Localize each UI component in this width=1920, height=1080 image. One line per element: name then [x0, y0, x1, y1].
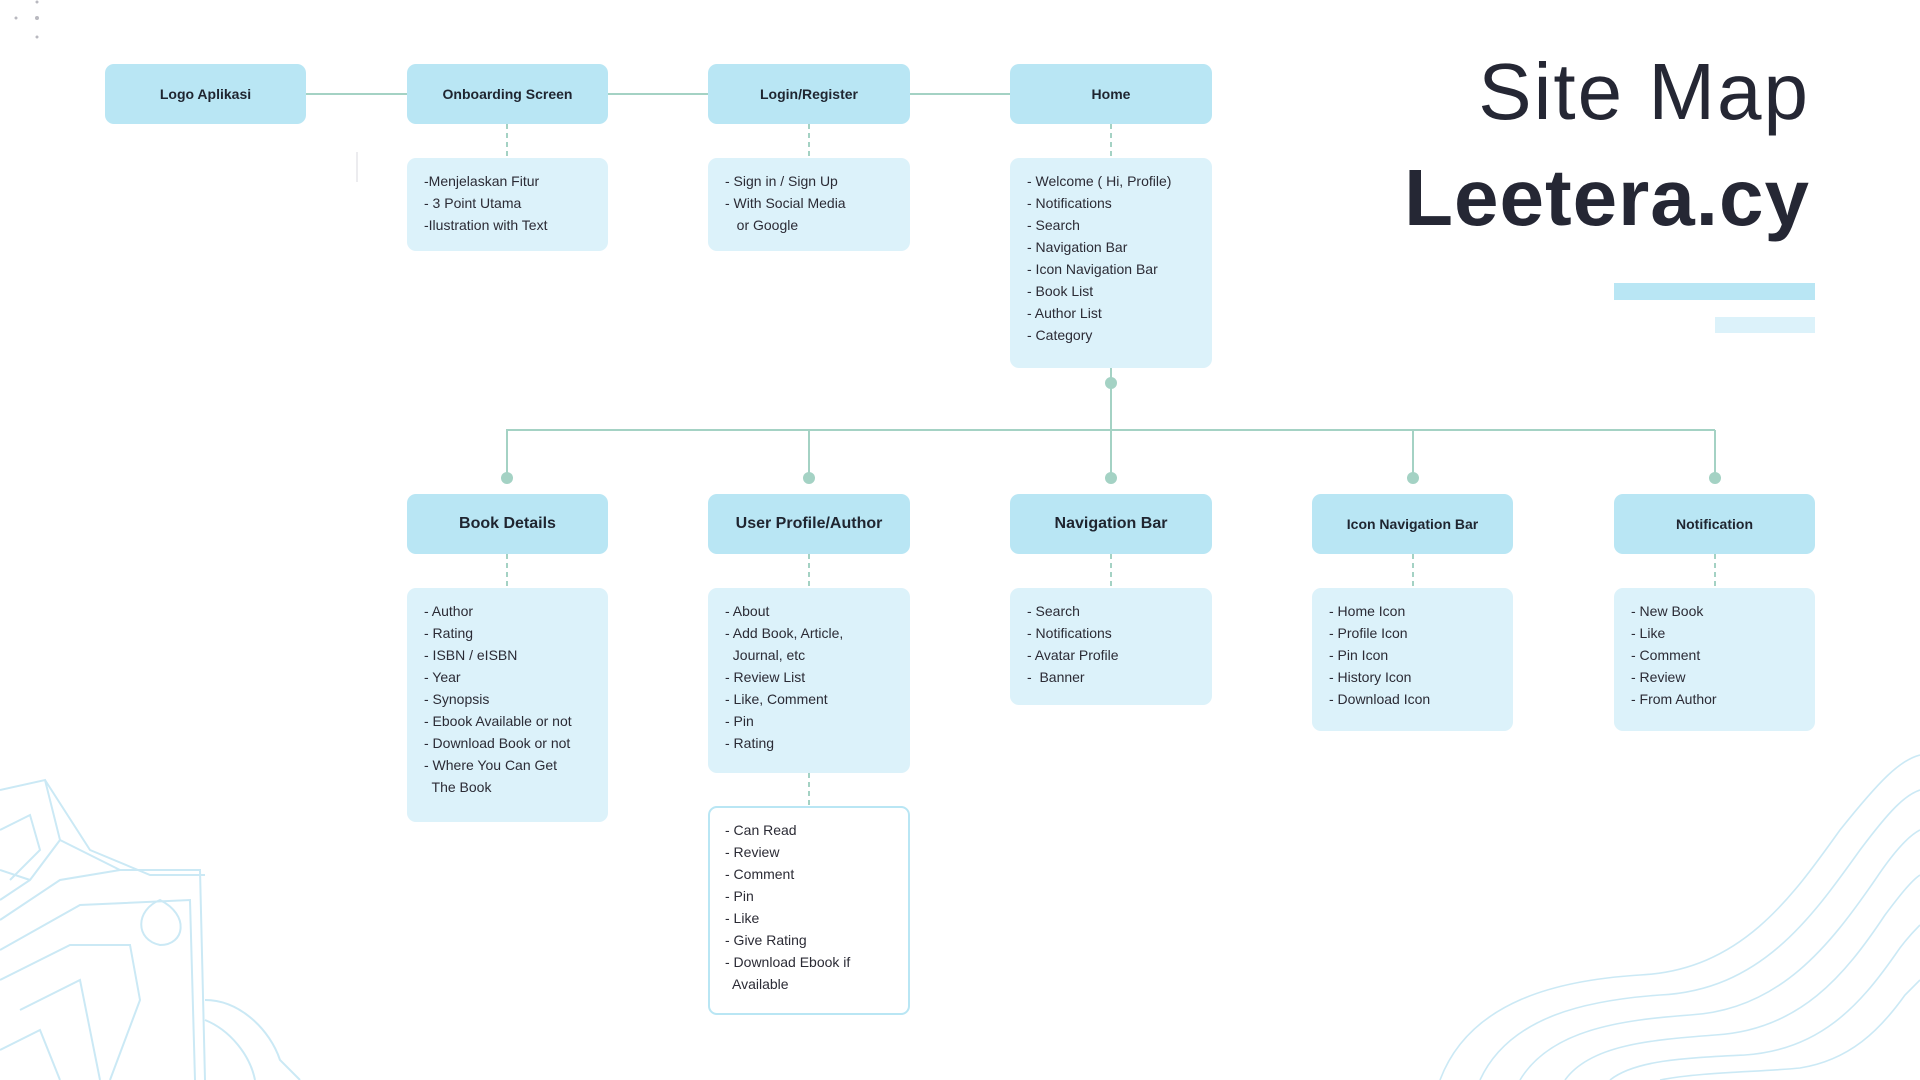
list-item: - Search: [1027, 217, 1080, 233]
accent-bar-long: [1614, 283, 1815, 300]
list-item: - Review List: [725, 669, 806, 685]
list-item: - Review: [1631, 669, 1686, 685]
list-item: - Year: [424, 669, 461, 685]
list-login-register: - Sign in / Sign Up - With Social Media …: [708, 158, 910, 251]
node-label: Navigation Bar: [1054, 515, 1168, 532]
list-item: - ISBN / eISBN: [424, 647, 518, 663]
node-notification: Notification: [1614, 494, 1815, 554]
list-item: - Author: [424, 603, 474, 619]
node-book-details: Book Details: [407, 494, 608, 554]
list-item: - Navigation Bar: [1027, 239, 1128, 255]
node-label: Book Details: [459, 515, 556, 532]
node-logo-aplikasi: Logo Aplikasi: [105, 64, 306, 124]
list-item: - Review: [725, 844, 780, 860]
list-item: Journal, etc: [725, 647, 806, 663]
list-item: - Comment: [1631, 647, 1701, 663]
list-item: - Book List: [1027, 283, 1094, 299]
site-map-title: Site Map: [1478, 47, 1810, 136]
list-item: - Notifications: [1027, 625, 1112, 641]
list-item: - Like, Comment: [725, 691, 828, 707]
list-item: - Download Book or not: [424, 735, 571, 751]
node-user-profile-author: User Profile/Author: [708, 494, 910, 554]
list-item: - Category: [1027, 327, 1093, 343]
list-notification: - New Book - Like - Comment - Review - F…: [1614, 588, 1815, 731]
list-item: - Download Ebook if: [725, 954, 851, 970]
list-item: - About: [725, 603, 770, 619]
list-onboarding: -Menjelaskan Fitur - 3 Point Utama -Ilus…: [407, 158, 608, 251]
node-onboarding-screen: Onboarding Screen: [407, 64, 608, 124]
list-home: - Welcome ( Hi, Profile) - Notifications…: [1010, 158, 1212, 368]
list-item: Available: [725, 976, 789, 992]
list-item: - Comment: [725, 866, 795, 882]
list-item: - Search: [1027, 603, 1080, 619]
list-item: The Book: [424, 779, 492, 795]
list-item: - Rating: [725, 735, 775, 751]
list-item: - Synopsis: [424, 691, 490, 707]
list-item: - From Author: [1631, 691, 1717, 707]
app-name-title: Leetera.cy: [1404, 153, 1810, 242]
list-navigation-bar: - Search - Notifications - Avatar Profil…: [1010, 588, 1212, 705]
node-label: Login/Register: [759, 86, 858, 102]
list-item: - Where You Can Get: [424, 757, 558, 773]
top-left-dots: [14, 0, 39, 39]
node-login-register: Login/Register: [708, 64, 910, 124]
list-item: - Pin: [725, 888, 754, 904]
accent-bar-short: [1715, 317, 1815, 333]
bottom-right-waves: [1439, 754, 1920, 1080]
junction-dot-home: [1105, 377, 1117, 389]
list-item: - Give Rating: [725, 932, 807, 948]
list-item: - Can Read: [725, 822, 797, 838]
list-item: - Home Icon: [1329, 603, 1406, 619]
list-item: - With Social Media: [725, 195, 846, 211]
list-user-profile-author: - About - Add Book, Article, Journal, et…: [708, 588, 910, 773]
node-label: User Profile/Author: [735, 515, 883, 532]
list-item: - Author List: [1027, 305, 1102, 321]
list-item: - Pin: [725, 713, 754, 729]
junction-dot-book-details: [501, 472, 513, 484]
list-item: - Avatar Profile: [1027, 647, 1119, 663]
list-item: - Welcome ( Hi, Profile): [1027, 173, 1172, 189]
list-icon-navigation-bar: - Home Icon - Profile Icon - Pin Icon - …: [1312, 588, 1513, 731]
list-item: - Notifications: [1027, 195, 1112, 211]
junction-dot-navigation-bar: [1105, 472, 1117, 484]
list-item: - New Book: [1631, 603, 1704, 619]
list-item: - Like: [725, 910, 760, 926]
junction-dot-icon-navigation-bar: [1407, 472, 1419, 484]
junction-dot-notification: [1709, 472, 1721, 484]
list-item: or Google: [725, 217, 799, 233]
list-item: - Profile Icon: [1329, 625, 1408, 641]
list-item: - Like: [1631, 625, 1666, 641]
node-navigation-bar: Navigation Bar: [1010, 494, 1212, 554]
node-icon-navigation-bar: Icon Navigation Bar: [1312, 494, 1513, 554]
list-user-reader-actions: - Can Read - Review - Comment - Pin - Li…: [708, 806, 910, 1015]
list-item: - Pin Icon: [1329, 647, 1389, 663]
bottom-left-ornament: [0, 778, 301, 1080]
list-item: - Icon Navigation Bar: [1027, 261, 1158, 277]
list-item: - Ebook Available or not: [424, 713, 572, 729]
list-book-details: - Author - Rating - ISBN / eISBN - Year …: [407, 588, 608, 822]
list-item: -Ilustration with Text: [424, 217, 548, 233]
list-item: - 3 Point Utama: [424, 195, 522, 211]
list-item: - Download Icon: [1329, 691, 1431, 707]
node-label: Notification: [1676, 516, 1753, 532]
junction-dot-user-profile: [803, 472, 815, 484]
node-label: Logo Aplikasi: [159, 86, 252, 102]
list-item: - Rating: [424, 625, 474, 641]
node-label: Icon Navigation Bar: [1346, 516, 1479, 532]
node-label: Home: [1091, 86, 1131, 102]
list-item: -Menjelaskan Fitur: [424, 173, 540, 189]
list-item: - Banner: [1027, 669, 1085, 685]
node-label: Onboarding Screen: [442, 86, 573, 102]
list-item: - History Icon: [1329, 669, 1412, 685]
node-home: Home: [1010, 64, 1212, 124]
list-item: - Add Book, Article,: [725, 625, 844, 641]
list-item: - Sign in / Sign Up: [725, 173, 838, 189]
